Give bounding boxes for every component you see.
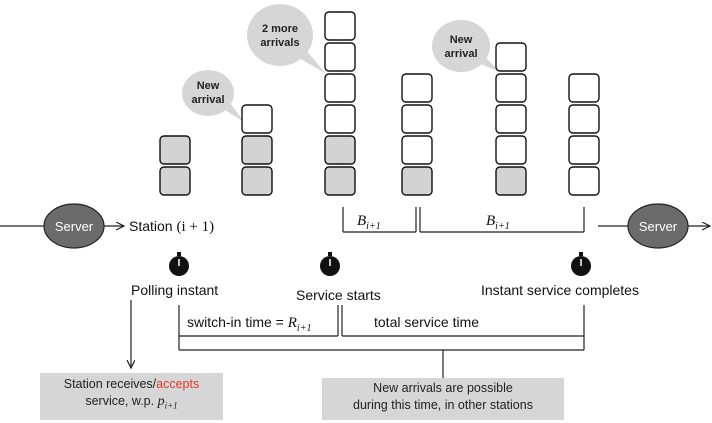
station-accepts-line1: Station receives/accepts xyxy=(40,376,223,393)
bubble-2-line1: 2 more xyxy=(262,23,298,35)
stopwatch-icon xyxy=(169,252,189,276)
switch-in-text: switch-in time = xyxy=(187,314,288,330)
new-arrivals-note: New arrivals are possible during this ti… xyxy=(322,378,564,420)
queue-box-empty xyxy=(495,42,527,72)
queue-box-empty xyxy=(401,135,433,165)
note-left-sub: i+1 xyxy=(164,400,178,411)
server-left: Server xyxy=(43,203,105,249)
station-accepts-note: Station receives/accepts service, w.p. p… xyxy=(40,373,223,420)
switch-in-var: R xyxy=(287,315,297,331)
queue-box-filled xyxy=(241,135,273,165)
queue-box-empty xyxy=(324,104,356,134)
queue-box-empty xyxy=(568,73,600,103)
note-left-prefix: Station receives/ xyxy=(63,377,157,391)
bubble-new-arrival-2: New arrival xyxy=(432,20,500,72)
queue-box-filled xyxy=(324,135,356,165)
queue-box-empty xyxy=(495,104,527,134)
bubble-3-line2: arrival xyxy=(444,48,477,60)
note-left-var: p xyxy=(157,394,165,409)
station-index: (i + 1) xyxy=(176,219,214,235)
note-left-accent: accepts xyxy=(156,377,200,391)
queue-box-filled xyxy=(159,166,191,196)
note-left-line2: service, w.p. xyxy=(85,394,158,408)
queue-box-filled xyxy=(241,166,273,196)
queue-box-empty xyxy=(568,104,600,134)
queue-box-filled xyxy=(495,166,527,196)
bubble-1-line2: arrival xyxy=(191,94,224,106)
b1-sub: i+1 xyxy=(366,221,381,232)
switch-in-sub: i+1 xyxy=(297,323,312,334)
station-label: Station (i + 1) xyxy=(129,218,214,235)
note-right-line2: during this time, in other stations xyxy=(353,398,533,412)
queue-box-filled xyxy=(401,166,433,196)
queue-box-empty xyxy=(324,42,356,72)
queue-box-empty xyxy=(495,73,527,103)
server-left-label: Server xyxy=(55,219,94,234)
bubble-2-line2: arrivals xyxy=(260,37,299,49)
service-completes-label: Instant service completes xyxy=(481,282,639,298)
total-service-label: total service time xyxy=(374,314,479,330)
stopwatch-icon xyxy=(320,252,340,276)
b2-var: B xyxy=(486,213,495,229)
b2-sub: i+1 xyxy=(495,221,510,232)
queue-box-empty xyxy=(241,104,273,134)
queue-box-filled xyxy=(159,135,191,165)
queue-box-empty xyxy=(568,135,600,165)
b1-label: Bi+1 xyxy=(357,213,381,232)
switch-in-label: switch-in time = Ri+1 xyxy=(187,314,311,334)
server-right-label: Server xyxy=(639,219,678,234)
queue-box-empty xyxy=(568,166,600,196)
queue-box-empty xyxy=(324,73,356,103)
queue-box-empty xyxy=(324,11,356,41)
station-text: Station xyxy=(129,218,176,234)
stopwatch-icon xyxy=(571,252,591,276)
station-accepts-line2: service, w.p. pi+1 xyxy=(40,393,223,415)
queue-box-filled xyxy=(324,166,356,196)
bubble-1-line1: New xyxy=(197,80,220,92)
server-right: Server xyxy=(627,203,689,249)
bubble-new-arrival-1: New arrival xyxy=(182,70,244,122)
note-right-line1: New arrivals are possible xyxy=(373,381,513,395)
queue-box-empty xyxy=(401,104,433,134)
polling-instant-label: Polling instant xyxy=(131,282,218,298)
queue-stacks xyxy=(159,11,600,196)
b2-label: Bi+1 xyxy=(486,213,510,232)
bubble-3-line1: New xyxy=(450,34,473,46)
b1-var: B xyxy=(357,213,366,229)
queue-box-empty xyxy=(401,73,433,103)
bubble-two-more-arrivals: 2 more arrivals xyxy=(247,4,326,74)
queue-box-empty xyxy=(495,135,527,165)
service-starts-label: Service starts xyxy=(296,287,381,303)
